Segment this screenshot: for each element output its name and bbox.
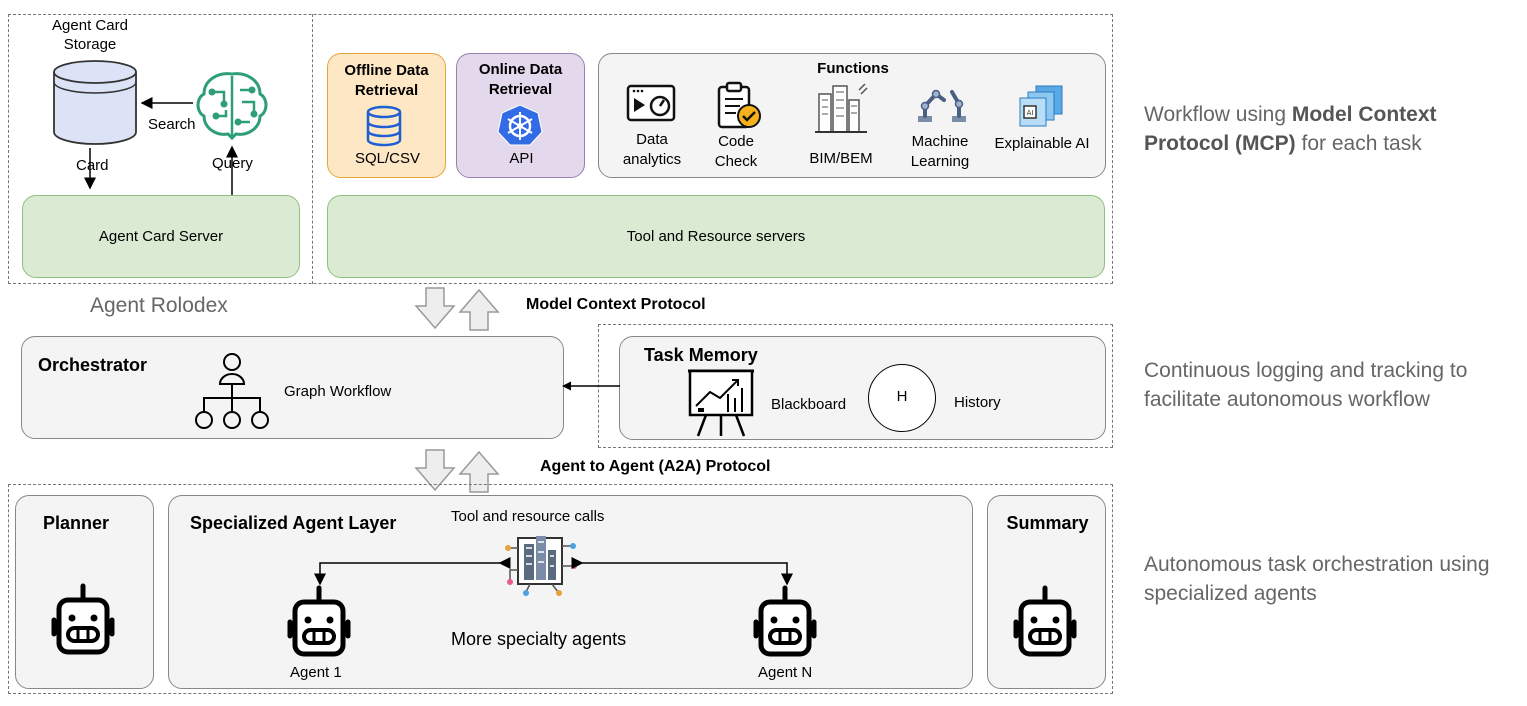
agents-dashed-region — [8, 484, 1113, 694]
orchestrator-title: Orchestrator — [38, 355, 148, 375]
machine-learning-icon — [918, 89, 966, 122]
agent1-robot-icon — [287, 585, 351, 657]
svg-text:AI: AI — [1027, 109, 1034, 117]
online-sub: API — [509, 150, 534, 167]
tool-calls-label: Tool and resource calls — [451, 508, 605, 525]
history-label: History — [954, 394, 1001, 411]
mcp-label: Model Context Protocol — [526, 296, 706, 313]
side-note-mcp: Workflow using Model Context Protocol (M… — [1144, 100, 1522, 158]
graph-workflow-icon — [195, 353, 269, 429]
graph-workflow-label: Graph Workflow — [284, 383, 392, 400]
agentN-label: Agent N — [758, 664, 813, 681]
rolodex-divider — [312, 14, 313, 284]
orchestrator-box: Orchestrator Graph Workflow — [21, 336, 564, 439]
agentN-robot-icon — [753, 585, 817, 657]
offline-title: Offline Data Retrieval — [344, 62, 429, 99]
planner-title: Planner — [43, 513, 110, 533]
blackboard-label: Blackboard — [771, 396, 847, 413]
summary-title: Summary — [1006, 513, 1089, 533]
a2a-bidirectional-arrows — [414, 449, 500, 493]
a2a-label: Agent to Agent (A2A) Protocol — [540, 458, 771, 475]
explainable-ai-icon: AI — [1019, 85, 1063, 127]
rolodex-caption: Agent Rolodex — [90, 294, 228, 317]
rolodex-arrows — [84, 97, 238, 195]
tool-resource-servers: Tool and Resource servers — [327, 195, 1105, 278]
search-label: Search — [148, 116, 196, 133]
code-check-icon — [717, 81, 761, 129]
side-note-memory: Continuous logging and tracking to facil… — [1144, 359, 1468, 411]
function-label-machine-learning: Machine Learning — [910, 133, 970, 170]
side-note-mcp-post: for each task — [1295, 132, 1422, 155]
bim-bem-icon — [815, 83, 868, 133]
database-icon — [53, 60, 137, 145]
specialized-agent-layer-box: Specialized Agent Layer Tool and resourc… — [168, 495, 973, 689]
side-note-mcp-bold: Model Context Protocol (MCP) — [1144, 103, 1437, 155]
function-label-bim-bem: BIM/BEM — [809, 150, 873, 167]
neural-network-icon — [196, 72, 268, 141]
online-data-box: Online Data Retrieval API — [456, 53, 585, 178]
top-dashed-region — [8, 14, 1113, 284]
function-label-data-analytics: Data analytics — [622, 131, 682, 168]
offline-data-box: Offline Data Retrieval SQL/CSV — [327, 53, 446, 178]
task-memory-box: Task Memory Blackboard History — [619, 336, 1106, 440]
memory-to-orchestrator-arrow — [562, 381, 620, 391]
agent1-label: Agent 1 — [290, 664, 342, 681]
task-memory-title: Task Memory — [644, 345, 758, 365]
online-title: Online Data Retrieval — [478, 61, 563, 98]
sql-database-icon — [366, 105, 402, 147]
mcp-bidirectional-arrows — [414, 287, 500, 331]
agent-card-server-label: Agent Card Server — [98, 228, 224, 245]
card-label: Card — [76, 157, 109, 174]
agent-connector-arrows — [314, 557, 793, 586]
summary-robot-icon — [1013, 585, 1077, 657]
agent-card-server: Agent Card Server — [22, 195, 300, 278]
data-analytics-icon — [626, 84, 676, 122]
side-note-agents: Autonomous task orchestration using spec… — [1144, 553, 1490, 605]
history-symbol: H — [896, 388, 908, 405]
function-label-explainable-ai: Explainable AI — [994, 135, 1090, 152]
kubernetes-api-icon — [497, 104, 543, 146]
tool-resource-servers-label: Tool and Resource servers — [626, 228, 806, 245]
query-label: Query — [212, 155, 253, 172]
side-note-mcp-pre: Workflow using — [1144, 103, 1292, 126]
blackboard-icon — [688, 369, 754, 437]
offline-sub: SQL/CSV — [354, 150, 421, 167]
history-circle: H — [868, 364, 936, 432]
functions-title: Functions — [817, 60, 889, 77]
more-agents-label: More specialty agents — [451, 629, 627, 649]
storage-title: Agent Card Storage — [52, 17, 128, 53]
layer-title: Specialized Agent Layer — [190, 513, 397, 533]
function-label-code-check: Code Check — [714, 133, 758, 170]
planner-robot-icon — [51, 583, 115, 655]
